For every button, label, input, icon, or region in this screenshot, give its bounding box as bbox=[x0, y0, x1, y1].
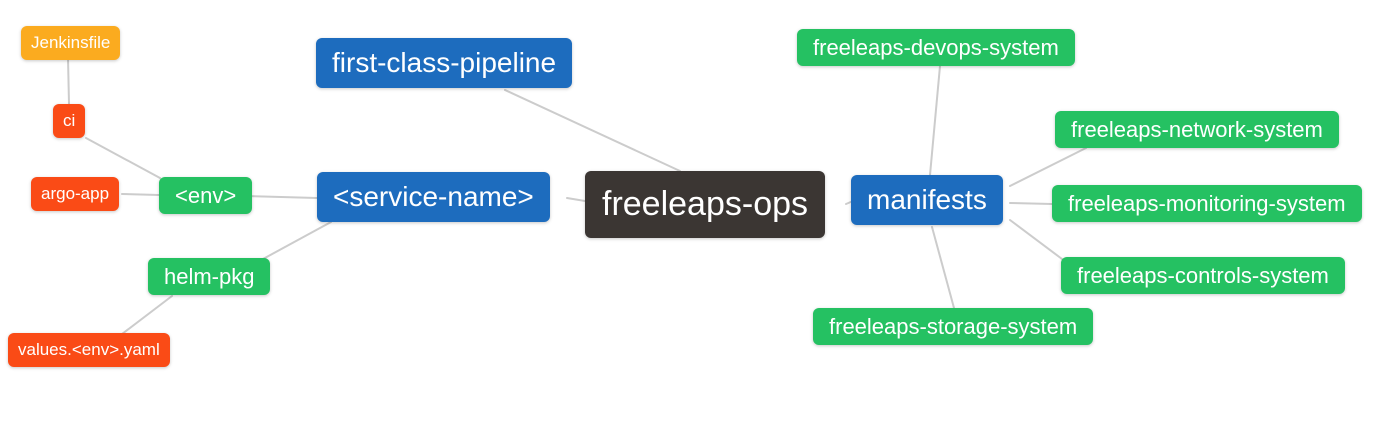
edge-jenkinsfile-ci bbox=[67, 57, 70, 105]
node-values-env-yaml[interactable]: values.<env>.yaml bbox=[8, 333, 170, 367]
edge-manifests-storage bbox=[931, 226, 955, 309]
edge-first-class-pipeline-ops bbox=[504, 89, 681, 172]
node-env[interactable]: <env> bbox=[159, 177, 253, 215]
node-jenkinsfile[interactable]: Jenkinsfile bbox=[21, 26, 121, 60]
node-ci[interactable]: ci bbox=[53, 104, 86, 138]
node-freeleaps-controls-system[interactable]: freeleaps-controls-system bbox=[1061, 257, 1345, 295]
node-freeleaps-storage-system[interactable]: freeleaps-storage-system bbox=[813, 308, 1094, 346]
edge-argo-app-env bbox=[121, 193, 160, 196]
node-argo-app[interactable]: argo-app bbox=[31, 177, 120, 211]
node-first-class-pipeline[interactable]: first-class-pipeline bbox=[316, 38, 573, 89]
edge-service-name-ops bbox=[566, 197, 586, 202]
edge-env-service-name bbox=[243, 195, 318, 199]
node-freeleaps-monitoring-system[interactable]: freeleaps-monitoring-system bbox=[1052, 185, 1362, 223]
edge-ci-env bbox=[85, 137, 161, 179]
node-manifests[interactable]: manifests bbox=[851, 175, 1003, 226]
node-helm-pkg[interactable]: helm-pkg bbox=[148, 258, 271, 296]
edge-values-helm-pkg bbox=[121, 295, 173, 335]
edge-manifests-network bbox=[1009, 147, 1087, 187]
edge-manifests-devops bbox=[929, 65, 941, 176]
edge-manifests-monitoring bbox=[1009, 202, 1053, 205]
edge-helm-pkg-service-name bbox=[262, 221, 332, 260]
node-freeleaps-ops-root[interactable]: freeleaps-ops bbox=[585, 171, 826, 239]
node-service-name[interactable]: <service-name> bbox=[317, 172, 550, 223]
edge-manifests-controls bbox=[1009, 219, 1063, 260]
node-freeleaps-devops-system[interactable]: freeleaps-devops-system bbox=[797, 29, 1075, 67]
node-freeleaps-network-system[interactable]: freeleaps-network-system bbox=[1055, 111, 1339, 149]
